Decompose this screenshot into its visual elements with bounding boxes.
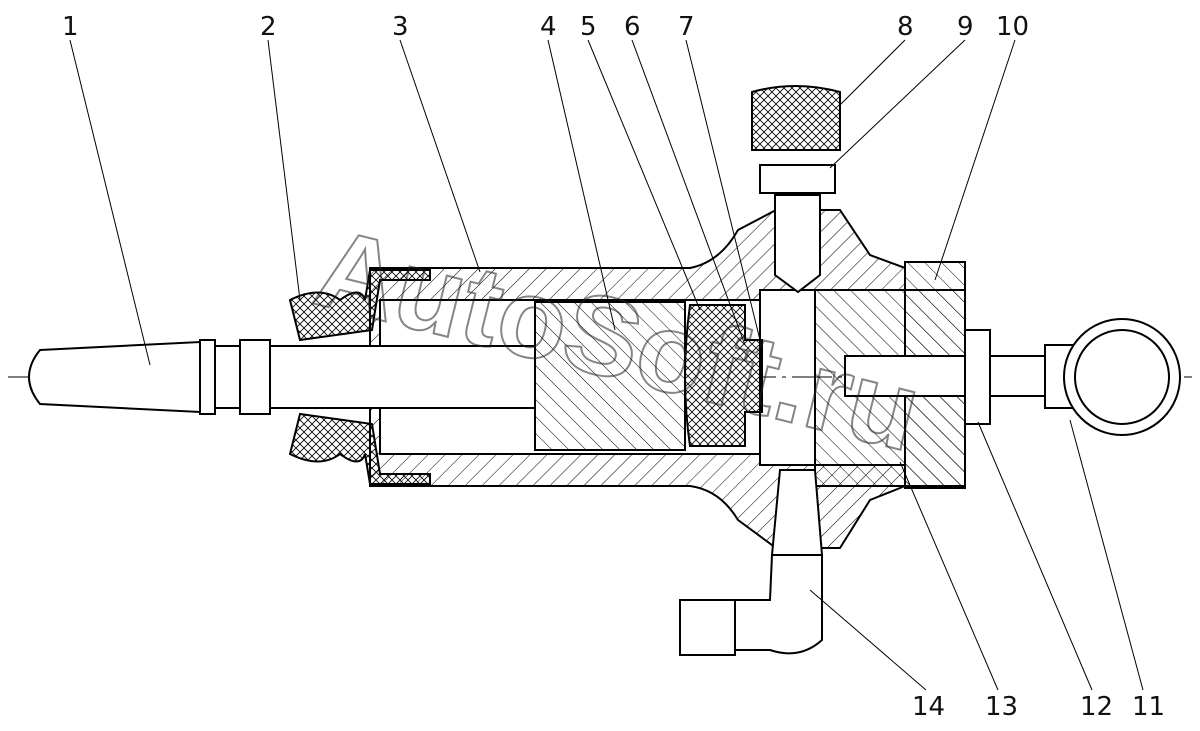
callout-labels: 1 2 3 4 5 6 7 8 9 10 11 12 13 14 <box>62 12 1165 722</box>
callout-10: 10 <box>996 12 1029 42</box>
leader-lines <box>69 39 1144 691</box>
callout-1: 1 <box>62 12 79 42</box>
protective-boot <box>288 269 431 485</box>
pusher-rod <box>28 339 536 415</box>
callout-4: 4 <box>540 12 557 42</box>
inlet-fitting <box>679 469 824 656</box>
callout-7: 7 <box>678 12 695 42</box>
callout-3: 3 <box>392 12 409 42</box>
callout-6: 6 <box>624 12 641 42</box>
callout-2: 2 <box>260 12 277 42</box>
callout-8: 8 <box>897 12 914 42</box>
callout-14: 14 <box>912 692 945 722</box>
callout-12: 12 <box>1080 692 1113 722</box>
bleeder-valve <box>751 85 841 294</box>
callout-13: 13 <box>985 692 1018 722</box>
callout-5: 5 <box>580 12 597 42</box>
adjusting-rod <box>844 318 1181 436</box>
callout-11: 11 <box>1132 692 1165 722</box>
piston <box>534 301 686 451</box>
callout-9: 9 <box>957 12 974 42</box>
